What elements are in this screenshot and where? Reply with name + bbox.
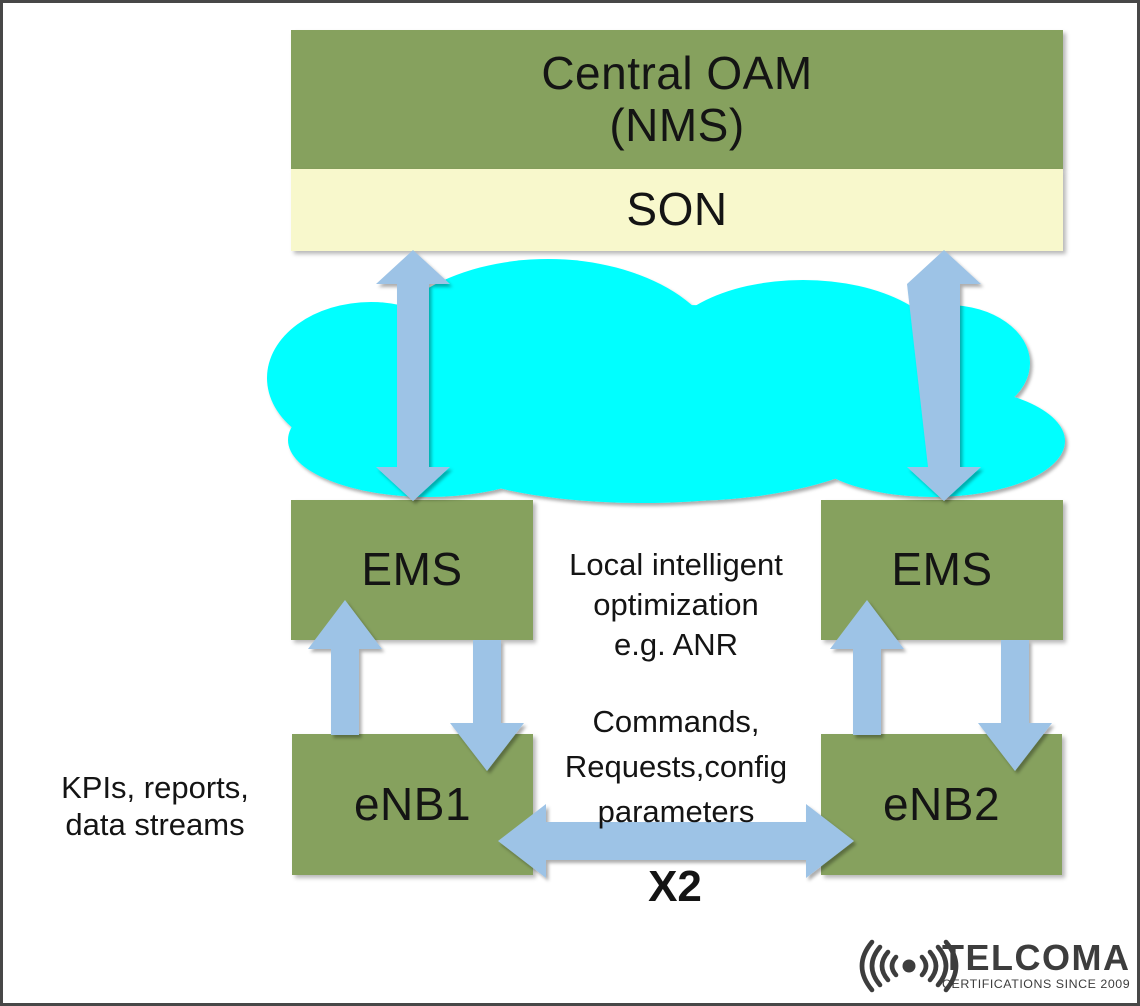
enb2-box: eNB2 (821, 734, 1062, 875)
nms-ems-arrow-left (376, 250, 450, 501)
logo-tagline: CERTIFICATIONS SINCE 2009 (942, 977, 1131, 991)
nms-ems-arrow-right (907, 250, 981, 501)
enb1-box: eNB1 (292, 734, 533, 875)
commands-note-line2: Requests,config (564, 749, 788, 784)
commands-note-line1: Commands, (592, 704, 760, 739)
kpi-note-line1: KPIs, reports, (61, 770, 249, 805)
central-oam-box: Central OAM (NMS) (291, 30, 1063, 169)
ems-left-label: EMS (361, 543, 463, 596)
x2-interface-label: X2 (648, 862, 702, 911)
son-box: SON (291, 169, 1063, 251)
optimization-note-line2: optimization (593, 587, 759, 622)
enb1-label: eNB1 (353, 777, 472, 830)
central-oam-line2: (NMS) (609, 98, 745, 151)
central-oam-line1: Central OAM (541, 46, 813, 99)
ems-right-box: EMS (821, 500, 1063, 640)
kpi-reports-note: KPIs, reports, data streams (25, 769, 285, 843)
logo-name: TELCOMA (942, 937, 1131, 978)
ems-right-label: EMS (891, 543, 993, 596)
network-cloud-icon (267, 259, 1065, 503)
son-label: SON (626, 183, 728, 236)
kpi-note-line2: data streams (65, 807, 245, 842)
enb2-label: eNB2 (882, 777, 1001, 830)
central-oam-label: Central OAM (NMS) (541, 46, 813, 151)
commands-note-line3: parameters (597, 794, 755, 829)
local-optimization-note: Local intelligent optimization e.g. ANR (531, 545, 821, 665)
optimization-note-line1: Local intelligent (569, 547, 783, 582)
optimization-note-line3: e.g. ANR (613, 627, 739, 662)
commands-note: Commands, Requests,config parameters (531, 699, 821, 834)
telcoma-logo: TELCOMA CERTIFICATIONS SINCE 2009 (942, 937, 1132, 992)
ems-left-box: EMS (291, 500, 533, 640)
